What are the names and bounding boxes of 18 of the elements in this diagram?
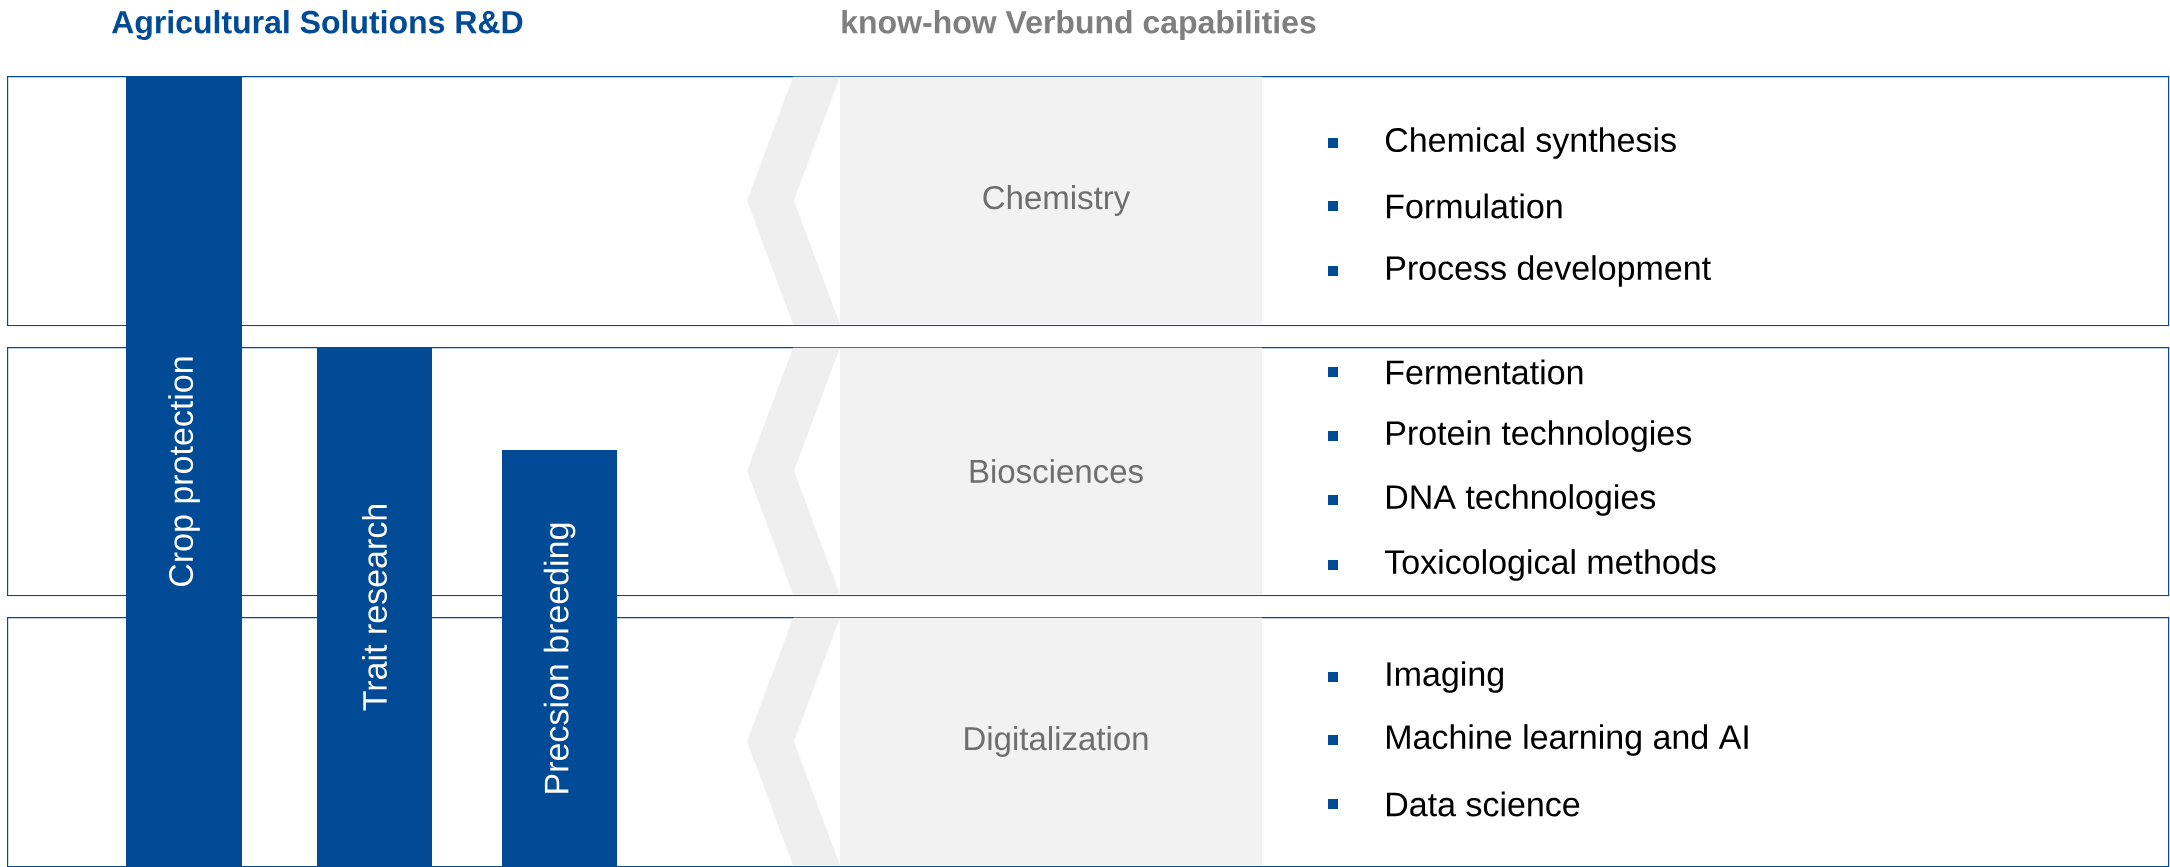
bullet-item: Formulation — [1328, 193, 1562, 219]
bullet-item: Protein technologies — [1328, 420, 1691, 452]
column-heading: know-how Verbund capabilities — [842, 10, 1316, 40]
category-label: Chemistry — [983, 185, 1131, 216]
bullet-item: Toxicological methods — [1328, 549, 1716, 581]
bullet-item: Machine learning and AI — [1328, 724, 1748, 756]
vertical-bar: Trait research — [317, 347, 432, 867]
category-label: Digitalization — [965, 726, 1148, 757]
category-label: Biosciences — [970, 458, 1143, 484]
bullet-item: Fermentation — [1328, 359, 1583, 385]
bullet-item: Data science — [1328, 791, 1580, 817]
bullet-item: Imaging — [1328, 661, 1503, 693]
bullet-item: DNA technologies — [1328, 484, 1656, 516]
column-heading: Agricultural Solutions R&D — [112, 10, 523, 40]
bullet-item: Chemical synthesis — [1328, 127, 1676, 159]
bullet-item: Process development — [1328, 255, 1711, 287]
vertical-bar: Crop protection — [126, 76, 242, 867]
vertical-bar: Precsion breeding — [502, 450, 617, 867]
